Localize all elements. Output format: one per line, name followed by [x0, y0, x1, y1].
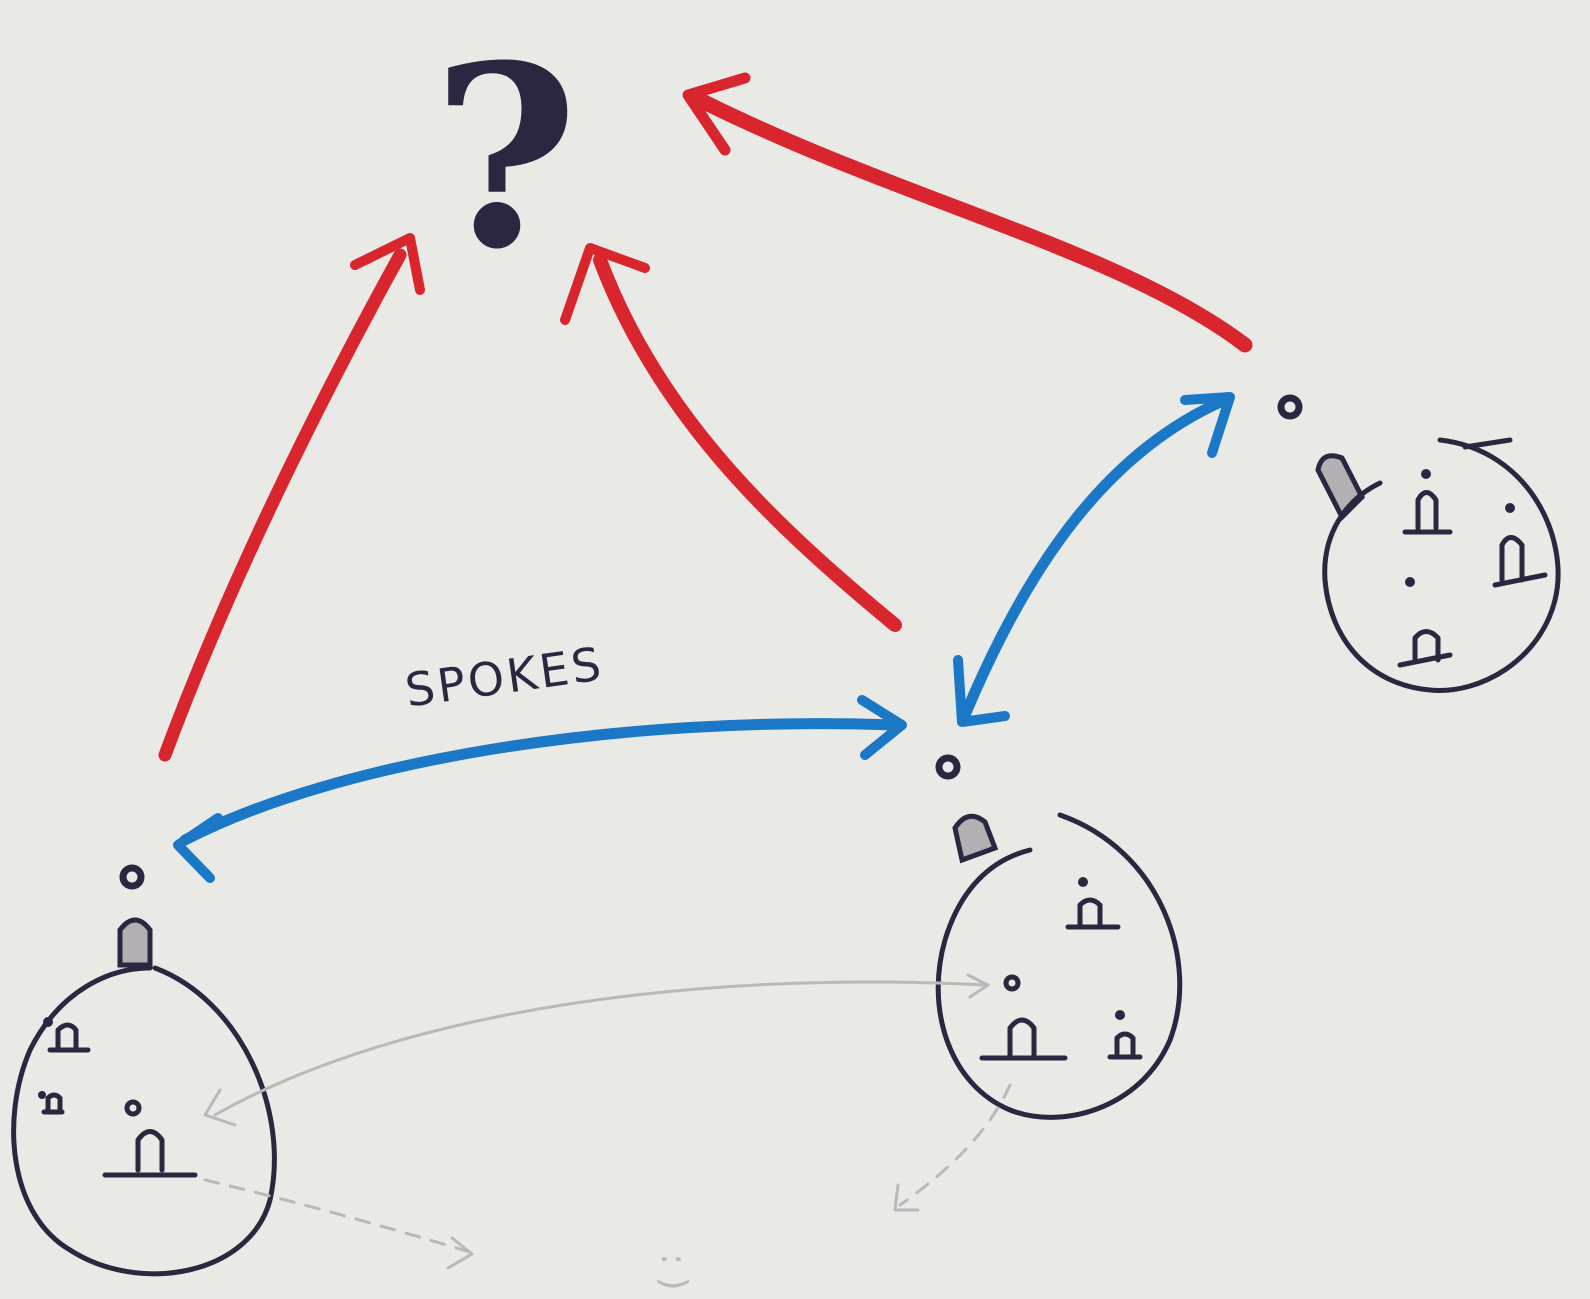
node-left	[119, 864, 145, 890]
blue-arrow-middle-right	[953, 392, 1235, 727]
dashed-arrow-left-out	[203, 1178, 474, 1270]
person-icon	[1107, 1010, 1143, 1060]
question-mark: ?	[432, 10, 578, 304]
spokes-label: SPOKES	[402, 636, 607, 717]
person-icon	[38, 1091, 65, 1115]
person-icon	[979, 974, 1068, 1061]
blue-arrow-left-middle	[173, 695, 907, 883]
right-group	[1315, 437, 1561, 693]
person-icon	[43, 1017, 91, 1053]
dashed-arrow-middle-out	[893, 1083, 1012, 1212]
node-middle	[935, 754, 961, 780]
person-icon	[1402, 469, 1453, 535]
person-icon	[102, 1099, 198, 1178]
person-icon	[1492, 503, 1548, 588]
pencil-arrow-middle-to-left	[203, 973, 990, 1127]
left-group	[11, 917, 277, 1277]
node-right	[1277, 394, 1303, 420]
red-arrow-left	[158, 233, 425, 762]
person-icon	[1397, 577, 1453, 668]
smiley: : )	[653, 1253, 694, 1291]
person-icon	[1065, 877, 1121, 930]
red-arrow-middle	[560, 243, 902, 632]
red-arrow-right	[682, 72, 1253, 353]
middle-group	[935, 812, 1183, 1120]
